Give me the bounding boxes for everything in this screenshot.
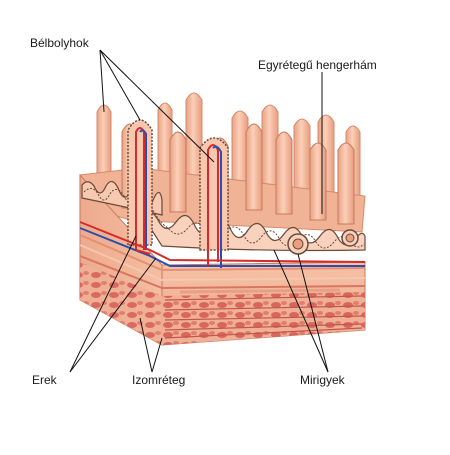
gland-circle <box>287 233 309 255</box>
label-glands: Mirigyek <box>300 373 345 387</box>
blood-vessels <box>79 221 366 268</box>
leader-lines <box>69 49 329 373</box>
muscle-striations <box>164 295 363 339</box>
label-muscle-layer: Izomréteg <box>132 373 186 387</box>
villus-with-vessels <box>199 137 229 262</box>
gland-circle <box>341 229 359 247</box>
label-vessels: Erek <box>32 373 57 387</box>
crypt-band-front <box>139 209 366 252</box>
submucosa-stripes <box>79 234 366 294</box>
label-villi: Bélbolyhok <box>30 36 89 50</box>
villus-with-vessels <box>127 119 153 250</box>
label-epithelium: Egyrétegű hengerhám <box>258 58 377 72</box>
